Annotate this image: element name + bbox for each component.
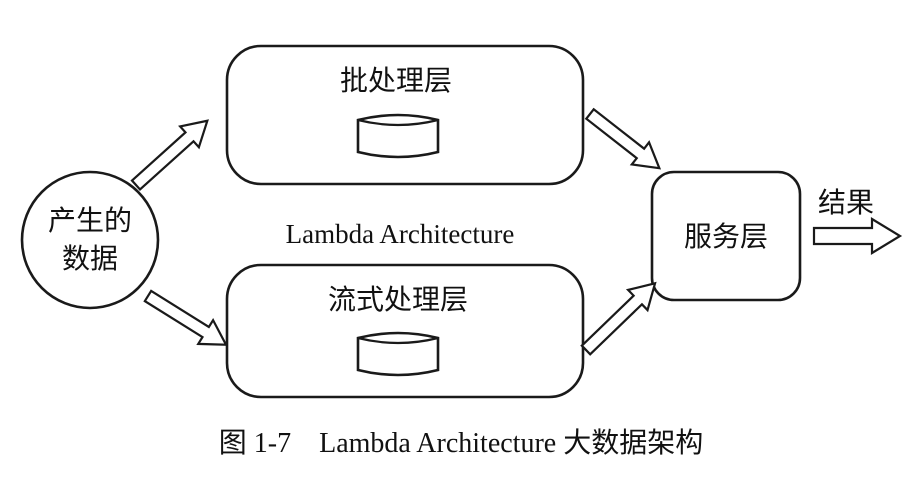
serving-layer-box: 服务层: [650, 170, 802, 302]
hollow-arrow-icon: [584, 107, 662, 170]
database-cylinder-icon: [356, 113, 440, 159]
source-data-node: 产生的 数据: [20, 170, 160, 310]
lambda-architecture-label: Lambda Architecture: [286, 219, 515, 249]
hollow-arrow-icon: [580, 281, 657, 356]
hollow-arrow-icon: [812, 217, 903, 255]
result-label: 结果: [818, 186, 874, 219]
batch-layer-box: 批处理层: [225, 44, 585, 186]
stream-layer-box: 流式处理层: [225, 263, 585, 399]
stream-layer-label: 流式处理层: [328, 283, 468, 316]
serving-layer-label: 服务层: [684, 220, 768, 253]
source-data-label-line1: 产生的: [48, 204, 132, 237]
hollow-arrow-icon: [130, 119, 209, 192]
database-cylinder-icon: [356, 331, 440, 377]
hollow-arrow-icon: [143, 289, 228, 346]
batch-layer-label: 批处理层: [340, 64, 452, 97]
source-data-label-line2: 数据: [62, 242, 118, 275]
figure-caption: 图 1-7 Lambda Architecture 大数据架构: [219, 427, 703, 459]
